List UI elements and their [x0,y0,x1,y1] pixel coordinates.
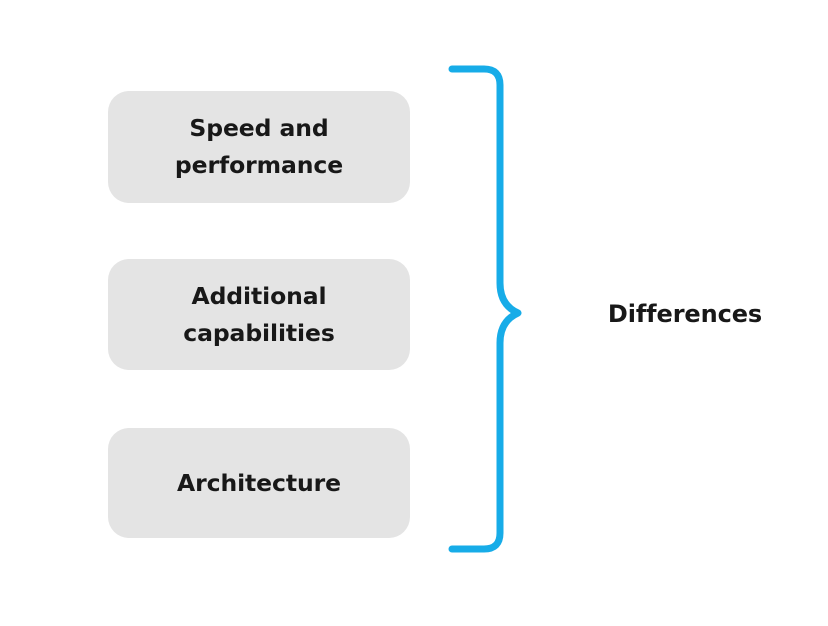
concept-box-architecture[interactable]: Architecture [108,428,410,538]
brace-connector [440,55,550,565]
concept-box-label: Additional capabilities [183,281,335,347]
concept-box-label: Speed and performance [174,114,344,179]
concept-box-group: Speed and performance Additional capabil… [108,91,410,538]
curly-brace-icon [448,65,522,553]
group-label: Differences [607,300,763,328]
concept-box-speed-and-performance[interactable]: Speed and performance [108,91,410,203]
concept-box-additional-capabilities[interactable]: Additional capabilities [108,259,410,370]
concept-box-label: Architecture [177,468,341,497]
